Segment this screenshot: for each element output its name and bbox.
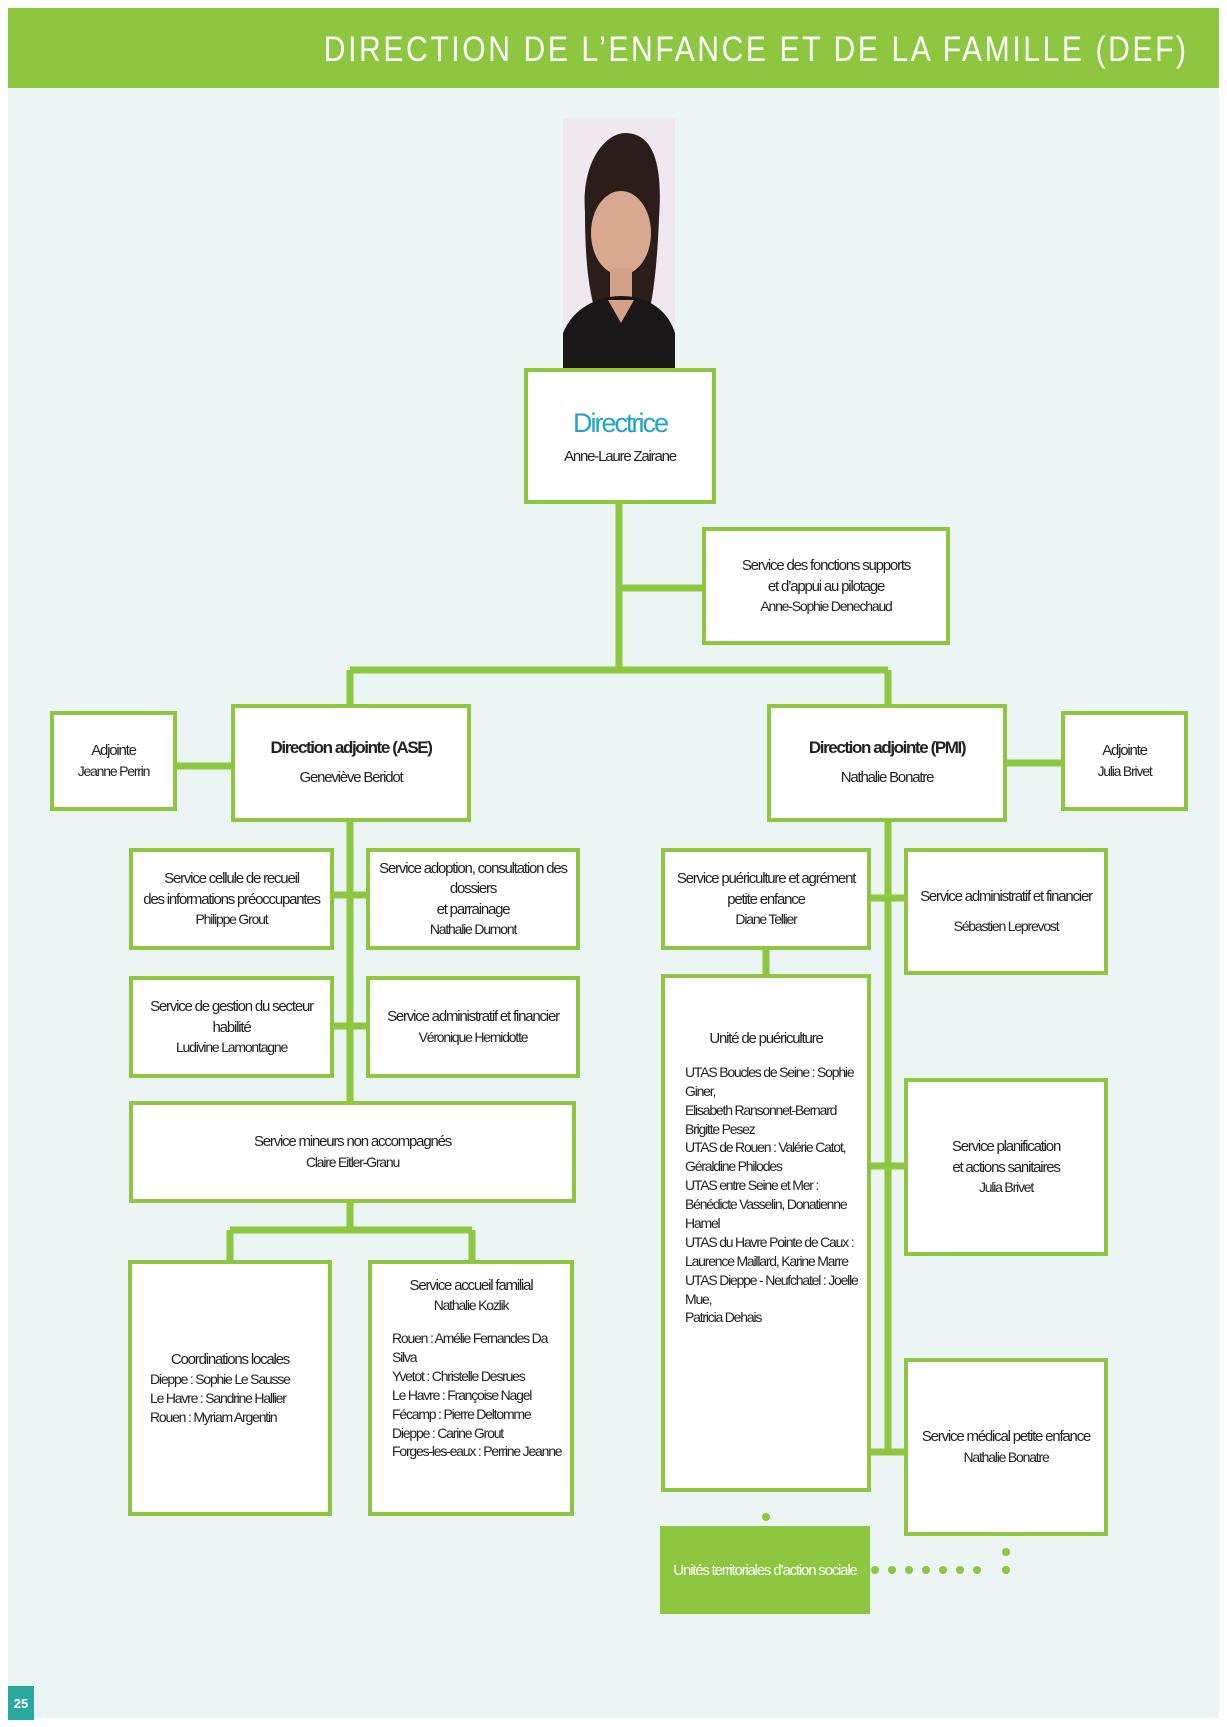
utas-label-box: Unités territoriales d’action sociale	[660, 1526, 870, 1614]
direction-adjointe-ase-box: Direction adjointe (ASE) Geneviève Berid…	[231, 704, 471, 822]
service-admin-ase-box: Service administratif et financier Véron…	[366, 976, 580, 1078]
unite-line: Elisabeth Ransonnet-Bernard	[685, 1101, 837, 1118]
service-head-name: Diane Tellier	[735, 910, 797, 927]
service-label: Service mineurs non accompagnés	[253, 1133, 452, 1151]
service-label: et actions sanitaires	[952, 1158, 1061, 1176]
service-label: et parrainage	[436, 900, 511, 918]
unite-line: Patricia Dehais	[685, 1309, 762, 1326]
service-head-name: Julia Brivet	[978, 1178, 1034, 1195]
service-medical-box: Service médical petite enfance Nathalie …	[904, 1358, 1108, 1536]
unite-line: UTAS Dieppe - Neufchatel : Joelle Mue,	[685, 1271, 859, 1307]
adjointe-title: Adjointe	[1102, 742, 1148, 760]
accueil-line: Fécamp : Pierre Deltomme	[392, 1405, 532, 1422]
service-head-name: Véronique Hemidotte	[418, 1028, 529, 1045]
unite-line: UTAS du Havre Pointe de Caux :	[685, 1233, 855, 1250]
service-head-name: Nathalie Kozlik	[433, 1297, 510, 1314]
service-label: Service planification	[951, 1138, 1061, 1156]
service-label: petite enfance	[727, 890, 806, 908]
adjointe-name: Julia Brivet	[1097, 762, 1152, 779]
service-label: Service administratif et financier	[920, 887, 1093, 905]
direction-adjointe-pmi-box: Direction adjointe (PMI) Nathalie Bonatr…	[767, 704, 1007, 822]
service-cellule-recueil-box: Service cellule de recueil des informati…	[129, 848, 334, 950]
coordinations-locales-box: Coordinations locales Dieppe : Sophie Le…	[128, 1260, 332, 1516]
service-adoption-box: Service adoption, consultation des dossi…	[366, 848, 580, 950]
service-head-name: Nathalie Bonatre	[963, 1448, 1049, 1465]
accueil-line: Yvetot : Christelle Desrues	[392, 1367, 526, 1384]
direction-head-name: Geneviève Beridot	[299, 769, 403, 787]
coordination-line: Dieppe : Sophie Le Sausse	[150, 1370, 291, 1387]
unite-line: UTAS de Rouen : Valérie Catot,	[685, 1139, 847, 1156]
pmi-adjointe-box: Adjointe Julia Brivet	[1061, 711, 1188, 811]
adjointe-title: Adjointe	[91, 742, 137, 760]
service-admin-pmi-box: Service administratif et financier Sébas…	[904, 848, 1108, 975]
unite-line: Brigitte Pesez	[685, 1120, 756, 1137]
service-label: Service puériculture et agrément	[676, 870, 857, 888]
service-label: Service médical petite enfance	[921, 1428, 1091, 1446]
header-banner: DIRECTION DE L’ENFANCE ET DE LA FAMILLE …	[8, 8, 1219, 88]
service-label: des informations préoccupantes	[143, 890, 321, 908]
service-label: Service cellule de recueil	[164, 870, 300, 888]
service-head-name: Anne-Sophie Denechaud	[760, 597, 892, 614]
service-head-name: Nathalie Dumont	[429, 920, 517, 937]
direction-head-name: Nathalie Bonatre	[840, 769, 935, 787]
service-accueil-familial-box: Service accueil familial Nathalie Kozlik…	[368, 1260, 574, 1516]
unite-line: UTAS entre Seine et Mer :	[685, 1177, 819, 1194]
accueil-line: Rouen : Amélie Fernandes Da Silva	[392, 1330, 548, 1366]
service-head-name: Ludivine Lamontagne	[175, 1038, 288, 1055]
accueil-line: Dieppe : Carine Grout	[392, 1424, 504, 1441]
page-number: 25	[8, 1686, 34, 1720]
service-head-name: Claire Eitler-Granu	[305, 1153, 400, 1170]
service-label: et d’appui au pilotage	[767, 577, 885, 595]
coordination-line: Rouen : Myriam Argentin	[150, 1408, 278, 1425]
direction-title: Direction adjointe (PMI)	[808, 738, 967, 758]
directrice-name: Anne-Laure Zairane	[564, 448, 677, 466]
ase-adjointe-box: Adjointe Jeanne Perrin	[50, 711, 177, 811]
coordination-line: Le Havre : Sandrine Hallier	[150, 1389, 287, 1406]
service-label: Service administratif et financier	[387, 1008, 560, 1026]
directrice-role: Directrice	[572, 407, 669, 438]
service-planification-box: Service planification et actions sanitai…	[904, 1078, 1108, 1256]
service-fonctions-supports-box: Service des fonctions supports et d’appu…	[702, 527, 950, 645]
service-label: Service accueil familial	[409, 1277, 534, 1294]
accueil-line: Le Havre : Françoise Nagel	[392, 1386, 532, 1403]
adjointe-name: Jeanne Perrin	[77, 762, 151, 779]
unite-line: UTAS Boucles de Seine : Sophie Giner,	[685, 1063, 855, 1099]
unite-line: Laurence Maillard, Karine Marre	[685, 1252, 849, 1269]
unite-line: Géraldine Philodes	[685, 1158, 783, 1175]
service-head-name: Philippe Grout	[195, 910, 269, 927]
coordinations-title: Coordinations locales	[170, 1350, 290, 1368]
unite-title: Unité de puériculture	[709, 1029, 823, 1047]
service-mineurs-box: Service mineurs non accompagnés Claire E…	[129, 1101, 576, 1203]
unite-puericulture-box: Unité de puériculture UTAS Boucles de Se…	[661, 974, 871, 1492]
page-title: DIRECTION DE L’ENFANCE ET DE LA FAMILLE …	[324, 30, 1189, 69]
accueil-line: Forges-les-eaux : Perrine Jeanne	[392, 1443, 563, 1460]
unite-line: Bénédicte Vasselin, Donatienne Hamel	[685, 1196, 848, 1232]
service-head-name: Sébastien Leprevost	[953, 918, 1060, 935]
service-label: Service de gestion du secteur habilité	[150, 998, 314, 1036]
directrice-portrait	[563, 118, 675, 368]
service-puericulture-agrement-box: Service puériculture et agrément petite …	[661, 848, 871, 950]
service-label: Service adoption, consultation des dossi…	[379, 860, 568, 898]
directrice-box: Directrice Anne-Laure Zairane	[524, 368, 716, 504]
service-secteur-habilite-box: Service de gestion du secteur habilité L…	[129, 976, 334, 1078]
direction-title: Direction adjointe (ASE)	[270, 738, 433, 758]
service-label: Service des fonctions supports	[741, 557, 911, 575]
